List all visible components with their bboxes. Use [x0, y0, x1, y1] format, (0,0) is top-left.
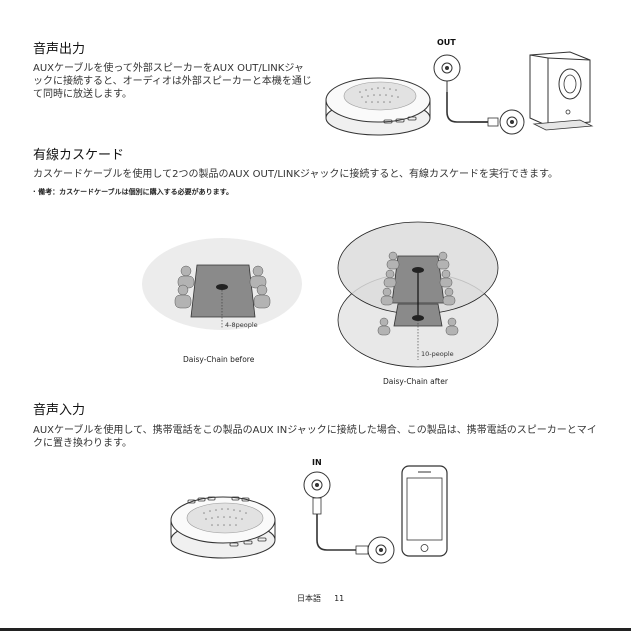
section-heading-audio-in: 音声入力	[33, 403, 86, 418]
footer-language: 日本語	[297, 594, 321, 603]
section-heading-audio-out: 音声出力	[33, 42, 86, 57]
aux-out-jack-callout	[433, 54, 498, 123]
aux-in-jack-callout	[303, 471, 368, 551]
speaker-jack-callout	[470, 109, 525, 135]
external-speaker-icon	[529, 51, 594, 131]
page-number: 11	[334, 594, 345, 603]
section-body-cascade: カスケードケーブルを使用して2つの製品のAUX OUT/LINKジャックに接続す…	[33, 169, 558, 180]
audio-out-illustration	[325, 51, 594, 136]
people-icon	[174, 265, 271, 309]
bottom-rule	[0, 628, 631, 631]
cascade-note: · 備考：カスケードケーブルは個別に購入する必要があります。	[33, 188, 233, 196]
section-body-audio-in: AUXケーブルを使用して、携帯電話をこの製品のAUX INジャックに接続した場合…	[33, 425, 597, 449]
before-caption: Daisy-Chain before	[183, 355, 255, 364]
after-caption: Daisy-Chain after	[383, 377, 448, 386]
before-people-label: 4-8people	[225, 321, 258, 329]
section-heading-cascade: 有線カスケード	[33, 148, 125, 163]
after-people-label: 10-people	[421, 350, 454, 358]
section-body-audio-out: AUXケーブルを使って外部スピーカーをAUX OUT/LINKジャックに接続する…	[33, 63, 312, 100]
in-port-label: IN	[312, 458, 322, 467]
speakerphone-icon	[170, 496, 276, 559]
mobile-phone-icon	[401, 465, 448, 557]
conference-table-icon	[190, 264, 256, 318]
phone-jack-callout	[355, 536, 395, 564]
page-footer: 日本語 11	[297, 593, 344, 604]
speakerphone-icon	[325, 77, 431, 136]
out-port-label: OUT	[437, 38, 456, 47]
speakerphone-icon	[216, 284, 228, 290]
daisy-chain-after-illustration	[337, 221, 499, 368]
